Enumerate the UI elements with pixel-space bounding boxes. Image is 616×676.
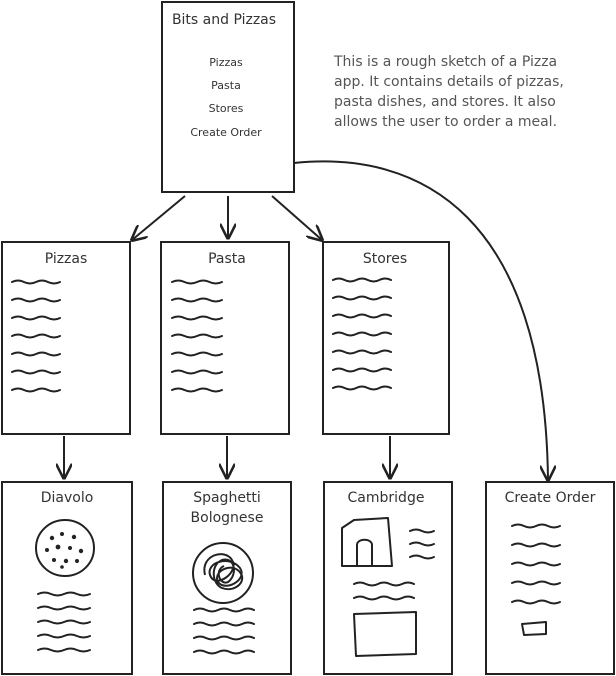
sketch-note: This is a rough sketch of a Pizza app. I… bbox=[333, 54, 564, 130]
squiggle-line bbox=[171, 369, 223, 375]
pizza-icon bbox=[35, 519, 95, 577]
arrow-to-pizzas bbox=[132, 195, 186, 240]
stores-list-items bbox=[332, 277, 392, 391]
spaghetti-title-line1: Spaghetti bbox=[193, 490, 261, 506]
squiggle-line bbox=[332, 313, 392, 319]
map-image bbox=[353, 611, 417, 657]
home-title: Bits and Pizzas bbox=[172, 12, 276, 28]
pizzas-list-items bbox=[11, 279, 61, 393]
squiggle-line bbox=[332, 331, 392, 337]
pizzas-list-title: Pizzas bbox=[45, 251, 88, 267]
pizzas-list-frame bbox=[1, 241, 131, 435]
diavolo-description-lines bbox=[37, 591, 91, 653]
squiggle-line bbox=[409, 554, 435, 560]
squiggle-line bbox=[511, 580, 561, 586]
squiggle-line bbox=[193, 635, 255, 641]
squiggle-line bbox=[11, 297, 61, 303]
diavolo-detail-screen: Diavolo bbox=[1, 481, 133, 675]
squiggle-line bbox=[353, 595, 415, 601]
squiggle-line bbox=[193, 621, 255, 627]
cambridge-detail-screen: Cambridge bbox=[323, 481, 453, 675]
squiggle-line bbox=[193, 649, 255, 655]
home-menu-stores: Stores bbox=[209, 102, 244, 115]
stores-list-frame bbox=[322, 241, 450, 435]
cambridge-detail-frame bbox=[323, 481, 453, 675]
cambridge-address-lines bbox=[409, 528, 435, 560]
stores-list-title: Stores bbox=[363, 251, 407, 267]
squiggle-line bbox=[11, 351, 61, 357]
note-line: This is a rough sketch of a Pizza bbox=[333, 54, 557, 70]
squiggle-line bbox=[511, 561, 561, 567]
squiggle-line bbox=[37, 619, 91, 625]
home-screen-frame bbox=[161, 1, 295, 193]
note-line: pasta dishes, and stores. It also bbox=[334, 94, 556, 110]
squiggle-line bbox=[11, 369, 61, 375]
note-line: app. It contains details of pizzas, bbox=[334, 74, 564, 90]
squiggle-line bbox=[409, 528, 435, 534]
pasta-list-items bbox=[171, 279, 223, 393]
spaghetti-description-lines bbox=[193, 607, 255, 655]
squiggle-line bbox=[171, 297, 223, 303]
squiggle-line bbox=[353, 581, 415, 587]
squiggle-line bbox=[171, 387, 223, 393]
squiggle-line bbox=[11, 333, 61, 339]
cambridge-info-lines bbox=[353, 581, 415, 601]
squiggle-line bbox=[332, 349, 392, 355]
order-form-lines bbox=[511, 523, 561, 605]
squiggle-line bbox=[332, 295, 392, 301]
spaghetti-detail-screen: Spaghetti Bolognese bbox=[162, 481, 292, 675]
squiggle-line bbox=[171, 351, 223, 357]
squiggle-line bbox=[11, 279, 61, 285]
pasta-bowl-icon bbox=[192, 542, 254, 604]
squiggle-line bbox=[511, 542, 561, 548]
squiggle-line bbox=[332, 277, 392, 283]
note-line: allows the user to order a meal. bbox=[334, 114, 557, 130]
squiggle-line bbox=[11, 387, 61, 393]
squiggle-line bbox=[11, 315, 61, 321]
store-building-icon bbox=[341, 517, 393, 567]
squiggle-line bbox=[37, 633, 91, 639]
cambridge-title: Cambridge bbox=[348, 490, 425, 506]
arrow-to-stores bbox=[271, 195, 322, 240]
home-menu-pizzas: Pizzas bbox=[209, 56, 243, 69]
order-button-sketch bbox=[521, 621, 547, 636]
diavolo-detail-frame bbox=[1, 481, 133, 675]
squiggle-line bbox=[511, 599, 561, 605]
squiggle-line bbox=[171, 315, 223, 321]
diavolo-title: Diavolo bbox=[41, 490, 94, 506]
pasta-list-screen: Pasta bbox=[160, 241, 290, 435]
squiggle-line bbox=[193, 607, 255, 613]
squiggle-line bbox=[171, 333, 223, 339]
create-order-screen: Create Order bbox=[485, 481, 615, 675]
squiggle-line bbox=[409, 541, 435, 547]
squiggle-line bbox=[511, 523, 561, 529]
pizzas-list-screen: Pizzas bbox=[1, 241, 131, 435]
home-screen: Bits and Pizzas Pizzas Pasta Stores Crea… bbox=[161, 1, 295, 193]
stores-list-screen: Stores bbox=[322, 241, 450, 435]
squiggle-line bbox=[332, 367, 392, 373]
create-order-frame bbox=[485, 481, 615, 675]
create-order-title: Create Order bbox=[505, 490, 596, 506]
squiggle-line bbox=[37, 647, 91, 653]
pasta-list-title: Pasta bbox=[208, 251, 246, 267]
home-menu-create-order: Create Order bbox=[190, 126, 262, 139]
squiggle-line bbox=[171, 279, 223, 285]
squiggle-line bbox=[332, 385, 392, 391]
squiggle-line bbox=[37, 605, 91, 611]
squiggle-line bbox=[37, 591, 91, 597]
arrow-to-create-order bbox=[293, 160, 548, 480]
home-menu-pasta: Pasta bbox=[211, 79, 241, 92]
pasta-list-frame bbox=[160, 241, 290, 435]
spaghetti-title-line2: Bolognese bbox=[191, 510, 264, 526]
